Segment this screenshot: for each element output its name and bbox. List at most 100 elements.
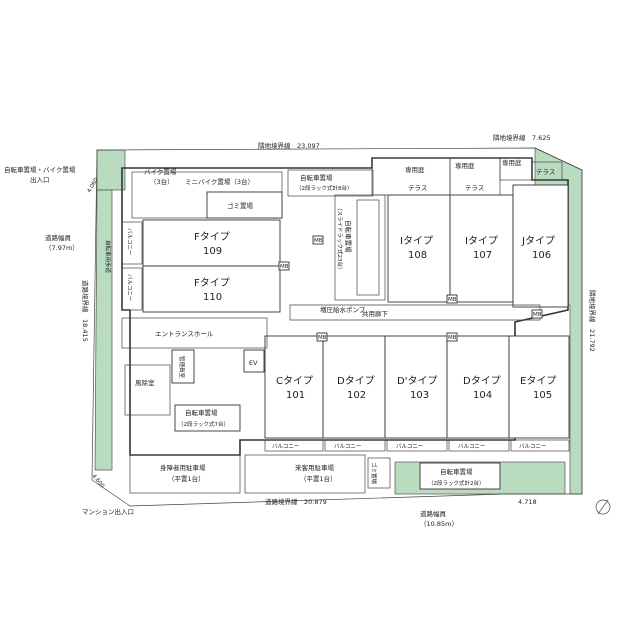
unit-f-109[interactable] — [142, 219, 281, 267]
bicycle-mid-line1: 自転車置場 — [185, 408, 218, 417]
boundary-north: 隣地境界線 23.097 — [258, 141, 320, 150]
visitor-parking — [244, 454, 366, 494]
accessible-line2: （平置1台） — [168, 474, 205, 483]
unit-107-type: Iタイプ — [465, 235, 498, 247]
bicycle-bottom-box — [419, 462, 501, 490]
entrance-hall — [121, 317, 268, 349]
bicycle-walkway-label: 自転車用歩道 — [104, 240, 112, 274]
mini-bike-label: ミニバイク置場（3台） — [185, 177, 254, 186]
unit-102-no: 102 — [347, 390, 366, 401]
balcony-103 — [386, 439, 448, 452]
balcony-101 — [264, 439, 324, 452]
unit-107-no: 107 — [473, 250, 492, 261]
unit-e-105[interactable] — [508, 335, 570, 439]
unit-i-108[interactable] — [387, 194, 451, 303]
unit-110-type: Fタイプ — [194, 277, 230, 289]
terrace-label-3: テラス — [536, 168, 555, 176]
bicycle-slide-line2: （スライドラック式23台） — [336, 205, 344, 273]
balcony-label-109: バルコニー — [126, 228, 133, 255]
terrace-label-2: テラス — [465, 184, 484, 192]
garden-label-3: 専用庭 — [502, 158, 522, 167]
balcony-label-101: バルコニー — [272, 443, 299, 450]
unit-101-type: Cタイプ — [276, 375, 313, 387]
ev-label: EV — [249, 359, 258, 367]
mb-label-2: MB — [280, 264, 289, 270]
unit-d-104[interactable] — [446, 335, 510, 439]
bicycle-bottom-line1: 自転車置場 — [440, 467, 473, 476]
mb-box-2 — [278, 261, 290, 271]
mb-box-1 — [312, 235, 324, 245]
pump-label: 増圧給水ポンプ — [320, 305, 366, 314]
bike-entrance-line1: 自転車置場・バイク置場 — [4, 165, 76, 174]
unit-110-no: 110 — [203, 292, 222, 303]
unit-c-101[interactable] — [264, 335, 324, 439]
mb-box-5 — [446, 332, 458, 342]
mb-box-3 — [446, 294, 458, 304]
bicycle-mid-box — [174, 404, 241, 432]
garden-label-1: 専用庭 — [405, 165, 425, 174]
road-south-label: 道路幅員 — [420, 509, 447, 518]
mb-label-5: MB — [448, 335, 457, 341]
trash-stand-label: ゴミ置場 — [370, 462, 378, 485]
balcony-104 — [448, 439, 510, 452]
bicycle-top-box — [287, 169, 374, 197]
visitor-line1: 来客用駐車場 — [295, 463, 335, 472]
boundary-west: 道路境界線 18.415 — [81, 280, 90, 342]
mb-label-3: MB — [448, 297, 457, 303]
bike-parking-label: バイク置場 — [144, 167, 177, 176]
garbage-room — [206, 191, 283, 219]
balcony-label-102: バルコニー — [334, 443, 361, 450]
unit-102-type: Dタイプ — [337, 375, 375, 387]
bicycle-slide-box — [334, 194, 386, 301]
green-area-north-left — [96, 149, 126, 191]
mb-box-6 — [531, 309, 543, 319]
mb-label-6: MB — [533, 312, 542, 318]
wind-room-label: 風除室 — [135, 378, 155, 387]
bicycle-slide-line1: 自転車置場 — [344, 220, 353, 253]
boundary-south: 道路境界線 20.879 — [265, 497, 327, 506]
wind-room — [124, 364, 171, 416]
unit-105-type: Eタイプ — [520, 375, 556, 387]
bicycle-top-line1: 自転車置場 — [300, 173, 333, 182]
mb-box-4 — [316, 332, 328, 342]
unit-d-102[interactable] — [322, 335, 386, 439]
entrance-hall-label: エントランスホール — [155, 330, 214, 338]
terrace-label-1: テラス — [408, 184, 427, 192]
unit-103-no: 103 — [410, 390, 429, 401]
garden-label-2: 専用庭 — [455, 161, 475, 170]
terrace-106 — [531, 161, 563, 181]
balcony-label-104: バルコニー — [458, 443, 485, 450]
mb-label-1: MB — [314, 238, 323, 244]
bicycle-mid-line2: （2段ラック式7台） — [178, 420, 229, 428]
boundary-east: 隣地境界線 21.792 — [588, 290, 597, 352]
corridor-label: 共用廊下 — [362, 309, 389, 318]
balcony-label-103: バルコニー — [396, 443, 423, 450]
unit-101-no: 101 — [286, 390, 305, 401]
north-compass-icon — [595, 499, 611, 515]
balcony-label-105: バルコニー — [519, 443, 546, 450]
road-south-width: （10.85m） — [420, 520, 458, 528]
unit-104-type: Dタイプ — [463, 375, 501, 387]
ev-shaft — [243, 349, 265, 373]
unit-103-type: D'タイプ — [397, 375, 437, 387]
trash-stand-box — [367, 457, 391, 489]
unit-109-type: Fタイプ — [194, 231, 230, 243]
bike-parking-count: （3台） — [150, 177, 174, 186]
balcony-110 — [121, 267, 143, 311]
unit-dd-103[interactable] — [384, 335, 448, 439]
bicycle-top-line2: （2段ラック式計8台） — [296, 184, 353, 192]
unit-i-107[interactable] — [449, 194, 514, 303]
accessible-parking — [129, 454, 241, 494]
balcony-105 — [510, 439, 570, 452]
road-west-label: 道路幅員 — [45, 233, 72, 242]
bike-entrance-line2: 出入口 — [30, 175, 50, 184]
manager-room — [171, 349, 195, 384]
visitor-line2: （平置1台） — [300, 474, 337, 483]
bicycle-bottom-line2: （2段ラック式計2台） — [428, 479, 485, 487]
unit-f-110[interactable] — [142, 265, 281, 313]
unit-109-no: 109 — [203, 246, 222, 257]
garbage-label: ゴミ置場 — [227, 201, 254, 210]
accessible-line1: 身障者用駐車場 — [160, 463, 206, 472]
unit-j-106[interactable] — [512, 184, 569, 308]
unit-104-no: 104 — [473, 390, 492, 401]
